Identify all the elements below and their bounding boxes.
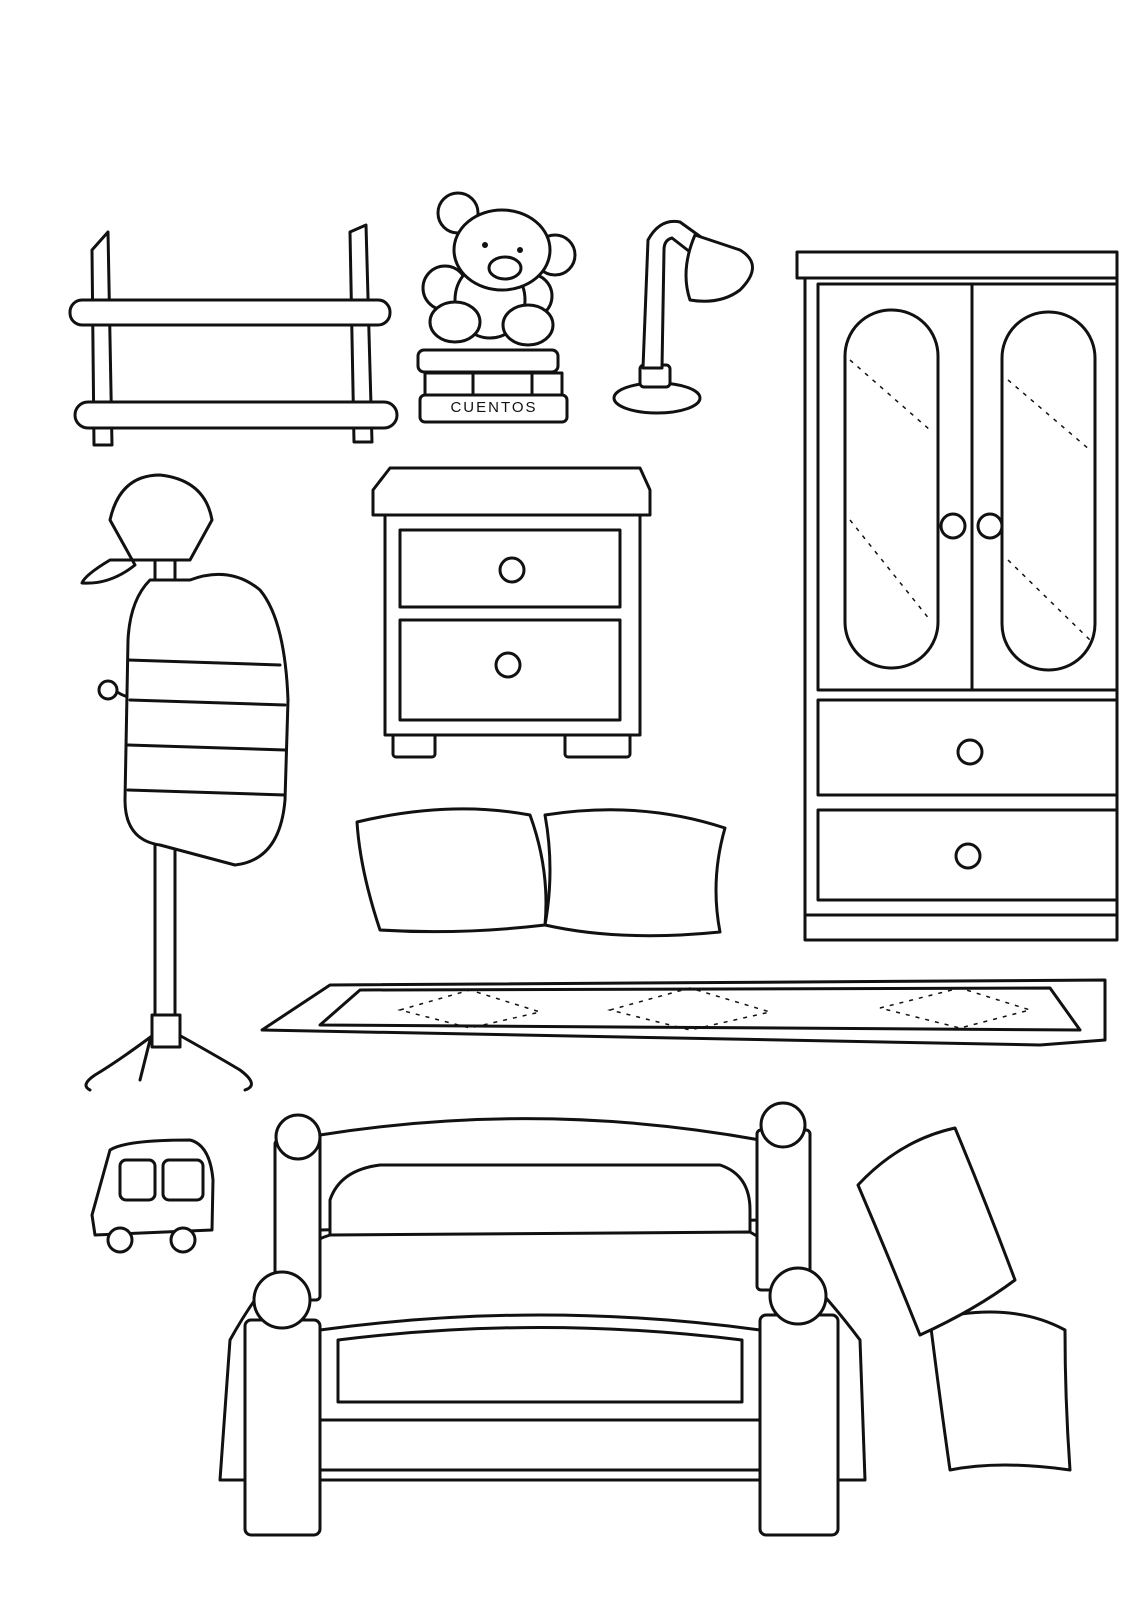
pillow-stack (856, 1126, 1072, 1472)
bed (218, 1101, 867, 1537)
rug (260, 978, 1107, 1047)
books-title: CUENTOS (450, 399, 538, 416)
door-knob-right (976, 512, 1004, 540)
book-stack (416, 348, 569, 424)
toy-car (90, 1138, 215, 1254)
wardrobe (795, 250, 1119, 942)
coat-rack (80, 473, 290, 1092)
desk-lamp (612, 219, 754, 415)
floor-cushions (355, 807, 727, 938)
door-knob-left (939, 512, 967, 540)
wall-shelf (68, 223, 399, 447)
nightstand (371, 466, 652, 759)
teddy-bear (421, 191, 577, 347)
